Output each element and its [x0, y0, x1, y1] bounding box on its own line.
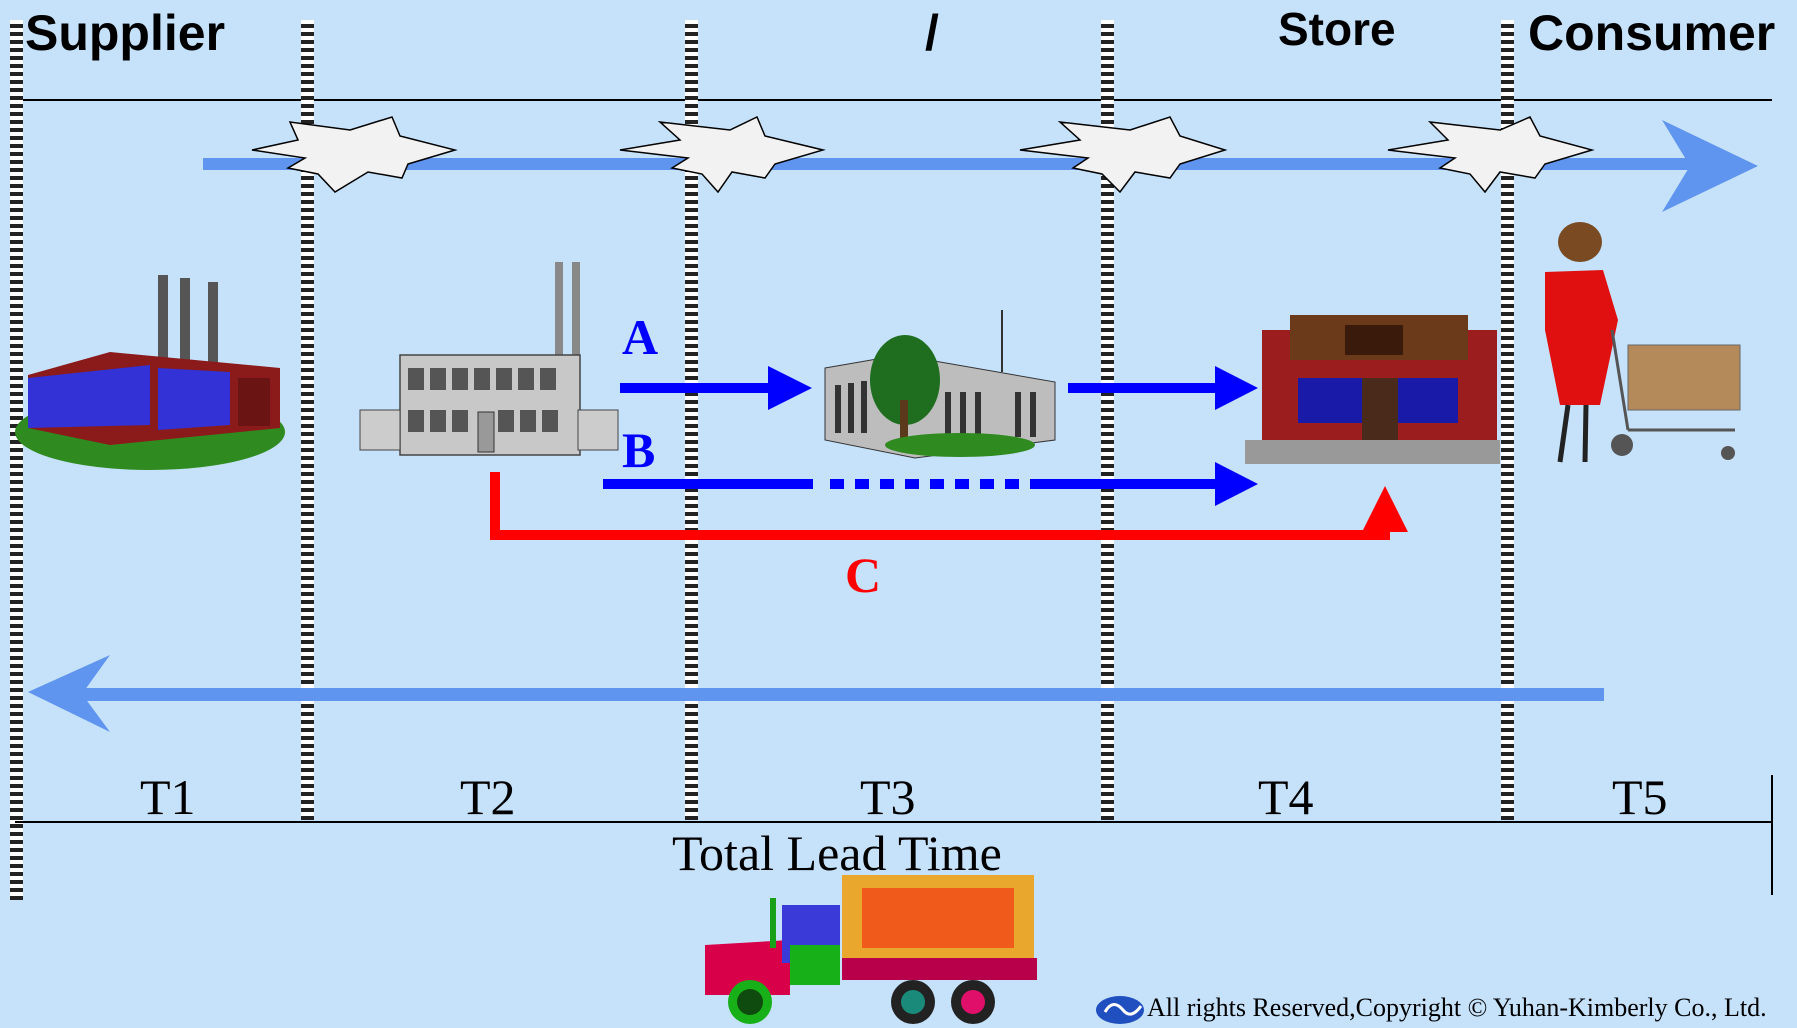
- period-t2: T2: [460, 769, 516, 825]
- header-store: Store: [1278, 3, 1396, 55]
- truck-icon: [705, 875, 1037, 1024]
- header-supplier: Supplier: [25, 5, 226, 61]
- route-a-arrow: [620, 366, 1258, 410]
- divider-1: [301, 20, 314, 820]
- divider-0: [10, 20, 23, 900]
- period-t1: T1: [140, 769, 196, 825]
- route-a-label: A: [622, 309, 659, 365]
- route-c-arrow: [490, 472, 1408, 540]
- header-middle: /: [925, 5, 939, 61]
- period-t3: T3: [860, 769, 916, 825]
- route-c-label: C: [845, 547, 882, 603]
- return-flow-arrow: [28, 655, 1604, 732]
- divider-3: [1101, 20, 1114, 820]
- copyright-text: All rights Reserved,Copyright © Yuhan-Ki…: [1147, 993, 1767, 1022]
- retail-store-icon: [1245, 315, 1500, 464]
- header-consumer: Consumer: [1528, 5, 1776, 61]
- divider-2: [685, 20, 698, 820]
- total-lead-time-label: Total Lead Time: [672, 825, 1002, 881]
- supplier-factory-icon: [15, 275, 285, 470]
- company-logo-icon: [1096, 996, 1144, 1024]
- consumer-shopper-icon: [1545, 222, 1741, 463]
- period-t5: T5: [1612, 769, 1668, 825]
- route-b-arrow: [603, 462, 1258, 506]
- burst-icon: [1019, 116, 1228, 194]
- forward-flow-arrow: [203, 120, 1758, 212]
- burst-icon: [619, 115, 826, 194]
- manufacturer-factory-icon: [359, 262, 619, 456]
- stage-dividers: [10, 20, 1514, 900]
- burst-icons: [251, 115, 1595, 194]
- route-b-label: B: [622, 422, 656, 478]
- burst-icon: [1387, 116, 1595, 194]
- burst-icon: [251, 116, 458, 193]
- divider-4: [1501, 20, 1514, 820]
- distribution-center-icon: [824, 310, 1056, 459]
- period-t4: T4: [1258, 769, 1314, 825]
